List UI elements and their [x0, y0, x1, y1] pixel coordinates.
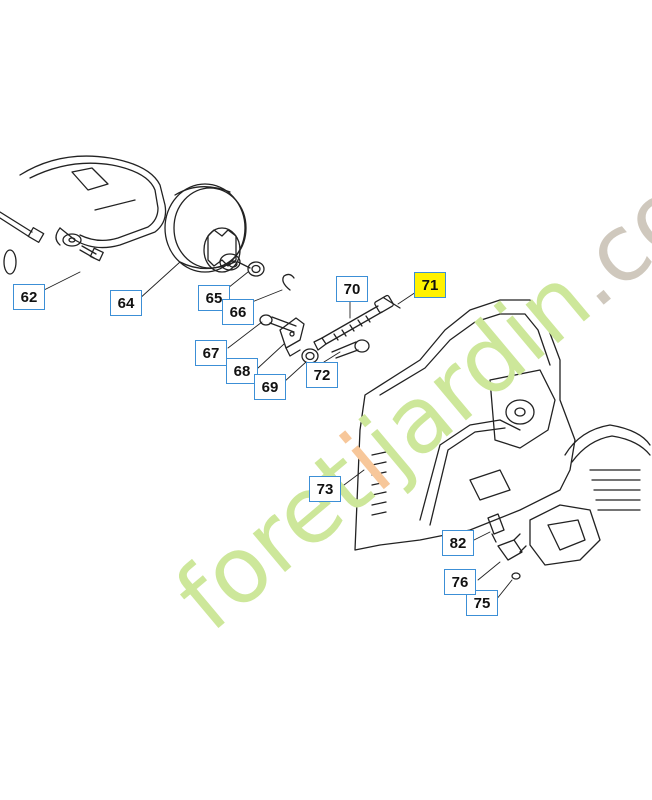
callout-76[interactable]: 76 — [444, 569, 476, 595]
callout-69[interactable]: 69 — [254, 374, 286, 400]
flywheel-cover-part — [19, 155, 167, 249]
callout-65[interactable]: 65 — [198, 285, 230, 311]
callout-72[interactable]: 72 — [306, 362, 338, 388]
bolt-left-part — [0, 211, 45, 275]
callout-70[interactable]: 70 — [336, 276, 368, 302]
leader-lines — [43, 261, 513, 601]
callout-82[interactable]: 82 — [442, 530, 474, 556]
circlip-66-part — [282, 273, 295, 291]
bolt-67-part — [259, 314, 297, 333]
callout-73[interactable]: 73 — [309, 476, 341, 502]
callout-68[interactable]: 68 — [226, 358, 258, 384]
o-ring-75-part — [511, 572, 521, 580]
callout-67[interactable]: 67 — [195, 340, 227, 366]
clutch-drum-part — [164, 183, 251, 273]
washer-65-part — [247, 261, 265, 277]
callout-71-highlighted[interactable]: 71 — [414, 272, 446, 298]
bolt-72-part — [331, 339, 370, 359]
callout-64[interactable]: 64 — [110, 290, 142, 316]
clutch-cover-part — [354, 299, 576, 551]
callout-66[interactable]: 66 — [222, 299, 254, 325]
callout-62[interactable]: 62 — [13, 284, 45, 310]
valve-76-part — [497, 533, 527, 561]
gear-69-part — [301, 348, 319, 364]
washer-screw-part — [62, 233, 104, 262]
chain-guard-part — [529, 424, 651, 566]
bracket-68-part — [279, 317, 305, 357]
adjuster-82-part — [487, 513, 505, 543]
tensioner-screw-part — [313, 294, 401, 351]
